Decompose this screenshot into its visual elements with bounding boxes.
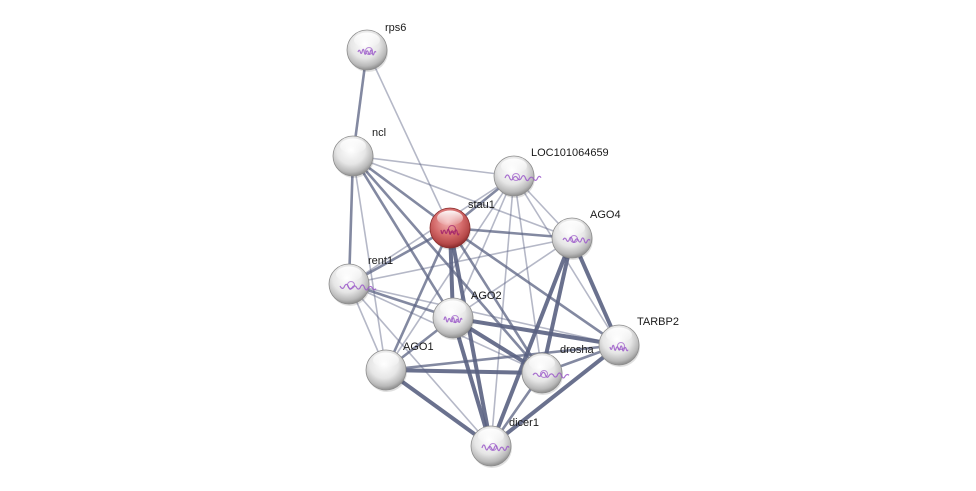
edge-stau1-AGO1[interactable]: [384, 227, 452, 371]
protein-structure-icon: [532, 371, 570, 379]
protein-structure-helix-icon: [451, 315, 459, 323]
edge-AGO2-dicer1[interactable]: [451, 317, 493, 447]
node-highlight: [340, 138, 366, 154]
node-highlight: [440, 300, 466, 316]
node-rent1[interactable]: rent1: [328, 255, 393, 306]
protein-structure-icon: [357, 48, 377, 56]
edge-ncl-AGO2[interactable]: [351, 155, 455, 319]
edge-AGO4-drosha[interactable]: [540, 237, 574, 374]
node-drosha[interactable]: drosha: [521, 344, 595, 395]
node-highlight: [437, 210, 463, 226]
edge-stau1-AGO4[interactable]: [449, 226, 573, 240]
node-AGO4[interactable]: AGO4: [551, 209, 621, 260]
node-highlight: [373, 352, 399, 368]
edge-AGO1-dicer1[interactable]: [384, 368, 493, 448]
edge-ncl-drosha[interactable]: [352, 155, 543, 374]
node-TARBP2[interactable]: TARBP2: [598, 316, 679, 367]
protein-structure-icon: [609, 344, 629, 352]
node-AGO1[interactable]: AGO1: [365, 341, 434, 392]
node-highlight: [501, 158, 527, 174]
node-label-TARBP2[interactable]: TARBP2: [637, 316, 679, 328]
node-label-rent1[interactable]: rent1: [368, 255, 393, 267]
node-highlight: [478, 428, 504, 444]
protein-structure-helix-icon: [570, 235, 578, 243]
protein-structure-helix-icon: [489, 443, 497, 451]
protein-structure-icon: [440, 228, 460, 236]
node-ncl[interactable]: ncl: [332, 127, 386, 178]
edge-ncl-AGO4[interactable]: [352, 155, 573, 239]
node-rps6[interactable]: rps6: [346, 22, 406, 72]
node-label-dicer1[interactable]: dicer1: [509, 417, 539, 429]
node-highlight: [559, 220, 585, 236]
edge-stau1-dicer1[interactable]: [448, 227, 493, 447]
edges-layer: [347, 49, 621, 448]
node-LOC101064659[interactable]: LOC101064659: [493, 147, 609, 198]
node-stau1[interactable]: stau1: [429, 199, 495, 250]
edge-stau1-TARBP2[interactable]: [449, 226, 620, 347]
protein-structure-helix-icon: [617, 342, 625, 350]
edge-AGO2-TARBP2[interactable]: [452, 316, 620, 347]
protein-structure-helix-icon: [540, 370, 548, 378]
protein-structure-helix-icon: [512, 173, 520, 181]
node-AGO2[interactable]: AGO2: [432, 290, 502, 340]
node-label-ncl[interactable]: ncl: [372, 127, 386, 139]
edge-AGO4-rent1[interactable]: [348, 237, 573, 285]
protein-structure-helix-icon: [448, 225, 456, 233]
node-label-AGO4[interactable]: AGO4: [590, 209, 621, 221]
edge-rps6-stau1[interactable]: [366, 49, 451, 229]
edge-LOC101064659-drosha[interactable]: [513, 175, 543, 374]
protein-structure-icon: [504, 174, 542, 182]
protein-structure-icon: [481, 444, 510, 452]
edge-AGO4-AGO2[interactable]: [452, 237, 573, 319]
edge-ncl-LOC101064659[interactable]: [352, 155, 515, 177]
node-highlight: [354, 32, 380, 48]
protein-structure-helix-icon: [365, 47, 373, 55]
edge-rent1-dicer1[interactable]: [348, 283, 492, 447]
node-label-LOC101064659[interactable]: LOC101064659: [531, 147, 609, 159]
node-highlight: [529, 355, 555, 371]
node-label-rps6[interactable]: rps6: [385, 22, 406, 34]
protein-structure-helix-icon: [347, 281, 355, 289]
edge-stau1-drosha[interactable]: [448, 227, 544, 374]
node-highlight: [606, 327, 632, 343]
node-label-AGO1[interactable]: AGO1: [403, 341, 434, 353]
edge-AGO1-drosha[interactable]: [385, 368, 543, 375]
node-label-stau1[interactable]: stau1: [468, 199, 495, 211]
node-label-AGO2[interactable]: AGO2: [471, 290, 502, 302]
edge-TARBP2-dicer1[interactable]: [489, 343, 621, 448]
node-label-drosha[interactable]: drosha: [560, 344, 595, 356]
node-dicer1[interactable]: dicer1: [470, 417, 539, 468]
edge-AGO1-TARBP2[interactable]: [385, 343, 620, 372]
edge-ncl-AGO1[interactable]: [352, 155, 387, 371]
protein-structure-icon: [339, 283, 377, 291]
edge-AGO4-dicer1[interactable]: [489, 237, 574, 447]
protein-structure-icon: [562, 236, 591, 244]
protein-structure-icon: [443, 316, 463, 324]
edge-rent1-TARBP2[interactable]: [348, 283, 620, 346]
edge-ncl-rent1[interactable]: [347, 155, 355, 285]
node-highlight: [336, 266, 362, 282]
